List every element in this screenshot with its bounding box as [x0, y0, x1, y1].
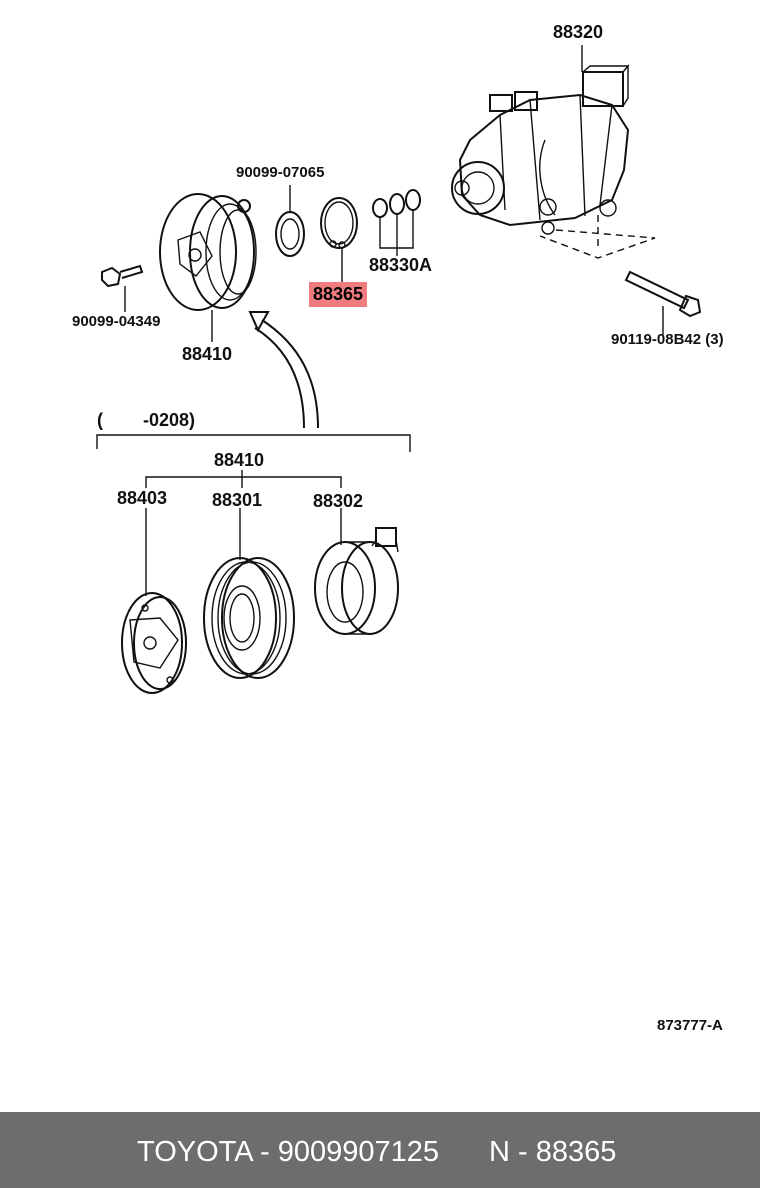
diagram-id: 873777-A	[657, 1017, 723, 1034]
label-88410-assembly: 88410	[182, 344, 233, 364]
label-88410-group: 88410	[214, 450, 265, 470]
label-90099-07065: 90099-07065	[236, 164, 325, 181]
bolt-drawing	[101, 264, 144, 312]
label-88302: 88302	[313, 491, 364, 511]
label-90119-08b42: 90119-08B42 (3)	[611, 331, 724, 348]
label-88365-highlighted: 88365	[309, 282, 368, 307]
compressor-bolt-drawing	[624, 270, 702, 335]
parts-diagram	[96, 45, 702, 694]
snap-ring-drawing	[320, 197, 358, 283]
footer-bar: TOYOTA - 9009907125 N - 88365	[0, 1112, 760, 1188]
arrow-drawing	[248, 311, 319, 429]
footer-ref: N - 88365	[489, 1136, 617, 1168]
compressor-drawing	[451, 45, 656, 259]
o-rings-drawing	[372, 189, 421, 256]
label-88320: 88320	[553, 22, 604, 42]
label-range: ( -0208)	[97, 410, 196, 430]
hub-drawing	[121, 592, 187, 694]
field-coil-drawing	[314, 527, 399, 635]
pulley-drawing	[203, 557, 295, 679]
clutch-assembly-drawing	[159, 193, 257, 342]
label-90099-04349: 90099-04349	[72, 313, 161, 330]
label-88301: 88301	[212, 490, 263, 510]
footer-part-number: TOYOTA - 9009907125	[137, 1136, 440, 1168]
shim-drawing	[275, 185, 305, 257]
label-88403: 88403	[117, 488, 168, 508]
range-bracket	[96, 434, 411, 596]
label-88330a: 88330A	[369, 255, 433, 275]
